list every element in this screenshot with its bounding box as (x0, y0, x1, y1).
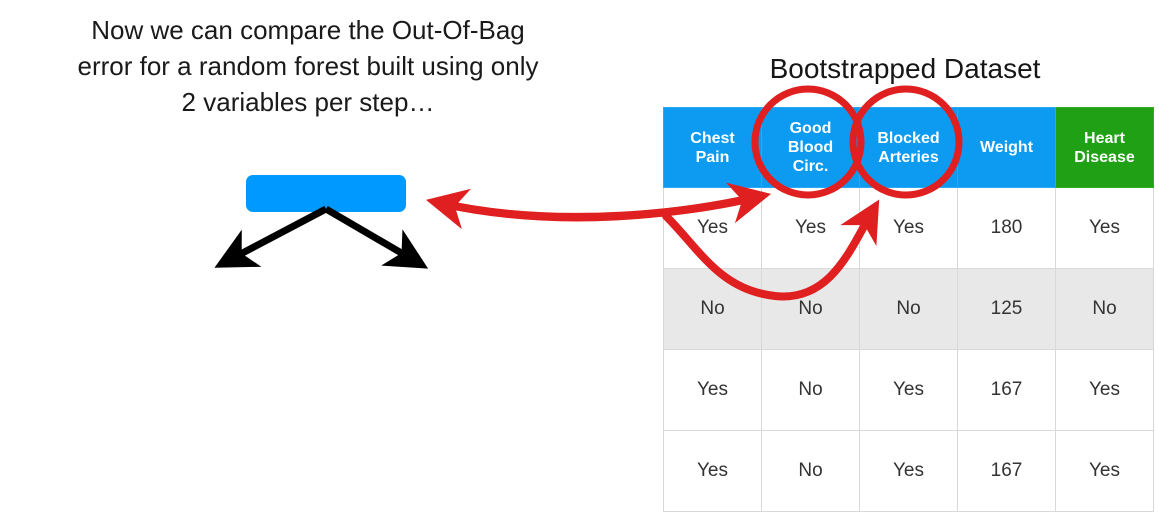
cell-chest-pain: Yes (663, 349, 762, 431)
table-row: Yes No Yes 167 Yes (663, 349, 1154, 431)
cell-heart-disease: Yes (1055, 349, 1154, 431)
branch-arrow-right (324, 205, 429, 269)
cell-blocked-arteries: Yes (859, 187, 958, 269)
cell-heart-disease: No (1055, 268, 1154, 350)
cell-good-blood-circ: Yes (761, 187, 860, 269)
table-row: Yes No Yes 167 Yes (663, 430, 1154, 512)
cell-chest-pain: No (663, 268, 762, 350)
cell-chest-pain: Yes (663, 430, 762, 512)
cell-good-blood-circ: No (761, 430, 860, 512)
branch-arrow-left (214, 205, 328, 268)
table-row: Yes Yes Yes 180 Yes (663, 187, 1154, 269)
cell-good-blood-circ: No (761, 268, 860, 350)
table-row: No No No 125 No (663, 268, 1154, 350)
cell-blocked-arteries: Yes (859, 430, 958, 512)
cell-good-blood-circ: No (761, 349, 860, 431)
cell-blocked-arteries: No (859, 268, 958, 350)
cell-heart-disease: Yes (1055, 187, 1154, 269)
tree-branch-arrows (214, 205, 429, 269)
cell-blocked-arteries: Yes (859, 349, 958, 431)
cell-weight: 167 (957, 430, 1056, 512)
tree-root-node[interactable] (246, 175, 406, 212)
cell-weight: 180 (957, 187, 1056, 269)
cell-weight: 125 (957, 268, 1056, 350)
decision-tree-diagram (0, 0, 620, 300)
dataset-title: Bootstrapped Dataset (769, 53, 1041, 84)
cell-heart-disease: Yes (1055, 430, 1154, 512)
column-header-weight[interactable]: Weight (957, 107, 1056, 188)
cell-chest-pain: Yes (663, 187, 762, 269)
cell-weight: 167 (957, 349, 1056, 431)
